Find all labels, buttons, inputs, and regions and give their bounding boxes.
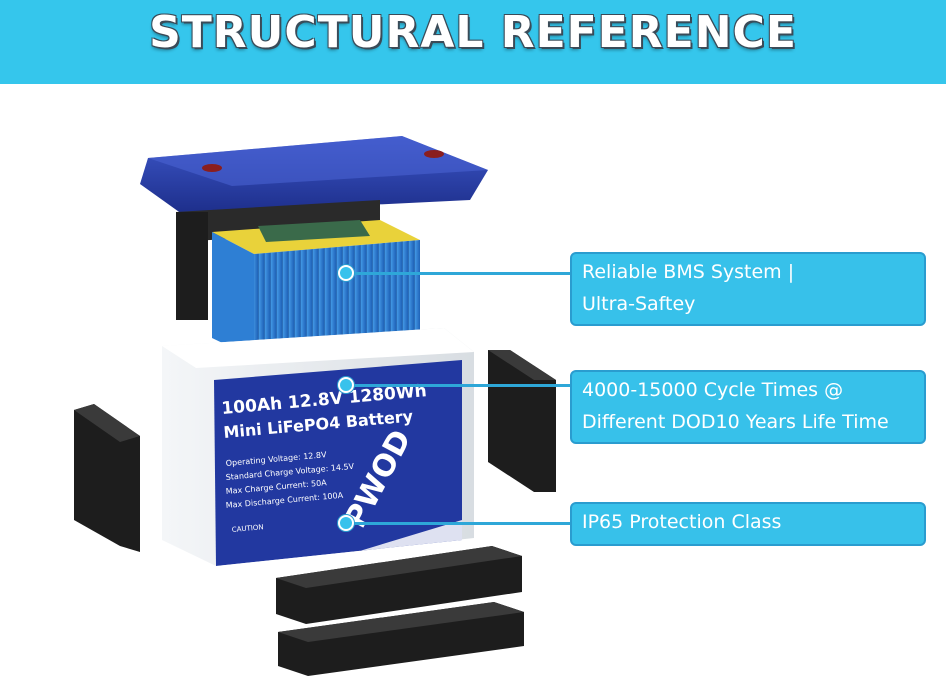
callout-text: Different DOD10 Years Life Time [582,411,889,433]
callout-ip65: IP65 Protection Class [570,502,926,546]
callout-dot [338,377,354,393]
caution-text: CAUTION [231,523,263,534]
callout-dot [338,265,354,281]
callout-text: 4000-15000 Cycle Times @ [582,379,844,401]
callout-text: Ultra-Saftey [582,293,696,315]
leader-line [346,384,572,387]
lid [140,136,488,214]
foam-pad-left [74,404,140,552]
header-banner: STRUCTURAL REFERENCE [0,0,946,84]
callout-cycle-life: 4000-15000 Cycle Times @ Different DOD10… [570,370,926,444]
callout-bms: Reliable BMS System | Ultra-Saftey [570,252,926,326]
callout-dot [338,515,354,531]
bms-board [258,220,370,242]
leader-line [346,522,572,525]
terminal-icon [424,150,444,158]
callout-text: IP65 Protection Class [582,511,782,533]
terminal-icon [202,164,222,172]
callout-text: Reliable BMS System | [582,261,795,283]
battery-case: 100Ah 12.8V 1280Wh Mini LiFePO4 Battery … [162,328,474,566]
foam-pad-right [488,350,556,492]
foam-pad-bottom [276,546,524,676]
battery-label-panel [214,360,462,566]
leader-line [346,272,572,275]
page-title: STRUCTURAL REFERENCE [149,7,797,58]
cell-pack [212,220,420,358]
